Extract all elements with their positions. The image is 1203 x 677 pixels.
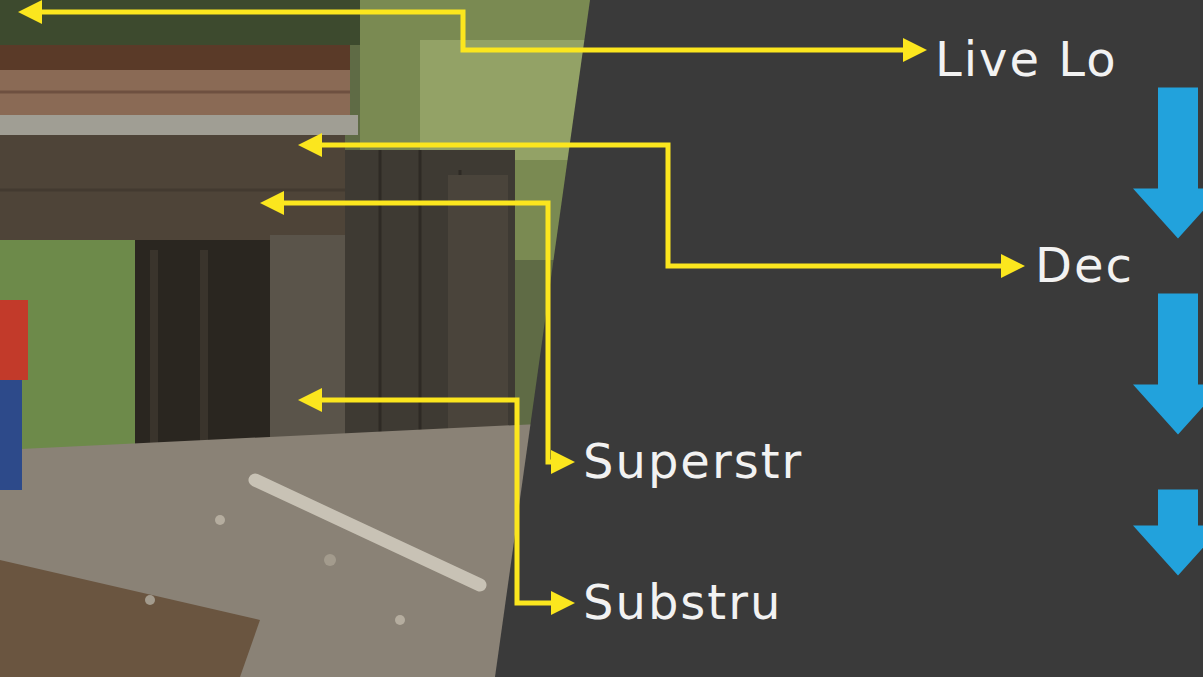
panel-background <box>495 0 1203 677</box>
step-label: Superstr <box>583 434 803 489</box>
pebble <box>395 615 405 625</box>
step-label: Dec <box>1035 238 1134 293</box>
flow-step: Dec <box>1035 238 1203 293</box>
leader-line <box>282 203 555 462</box>
fallen-log <box>255 480 480 585</box>
superstructure-beam <box>0 135 345 240</box>
leader-arrowhead <box>551 591 575 615</box>
leader-line <box>320 400 555 603</box>
river-bank <box>0 560 260 677</box>
leader-arrowhead <box>260 191 284 215</box>
pile <box>150 250 158 460</box>
person-legs <box>0 380 22 490</box>
leader-arrowhead <box>298 388 322 412</box>
person-jacket <box>0 300 28 380</box>
leader-arrowhead <box>903 38 927 62</box>
flow-step: Live Lo <box>935 32 1203 87</box>
leader-arrowhead <box>18 0 42 24</box>
wall-seam <box>379 150 382 480</box>
deck-planks <box>0 70 350 115</box>
load-arrow <box>1133 88 1203 239</box>
pile <box>200 250 208 460</box>
pebble <box>324 554 336 566</box>
pebble <box>145 595 155 605</box>
load-arrow <box>1133 490 1203 576</box>
beam-seam <box>0 189 345 192</box>
bridge-opening <box>135 240 275 470</box>
leader-line <box>40 12 907 50</box>
deck-rail <box>0 45 350 70</box>
step-label: Live Lo <box>935 32 1118 87</box>
plank-seam <box>0 91 350 94</box>
pebble <box>215 515 225 525</box>
flow-step: Substru <box>583 575 1203 630</box>
leader-arrowhead <box>298 133 322 157</box>
leader-arrowhead <box>1001 254 1025 278</box>
load-arrow <box>1133 294 1203 435</box>
leader-arrowhead <box>551 450 575 474</box>
step-label: Substru <box>583 575 782 630</box>
deck-edge <box>0 115 358 135</box>
flow-step: Superstr <box>583 434 1203 489</box>
